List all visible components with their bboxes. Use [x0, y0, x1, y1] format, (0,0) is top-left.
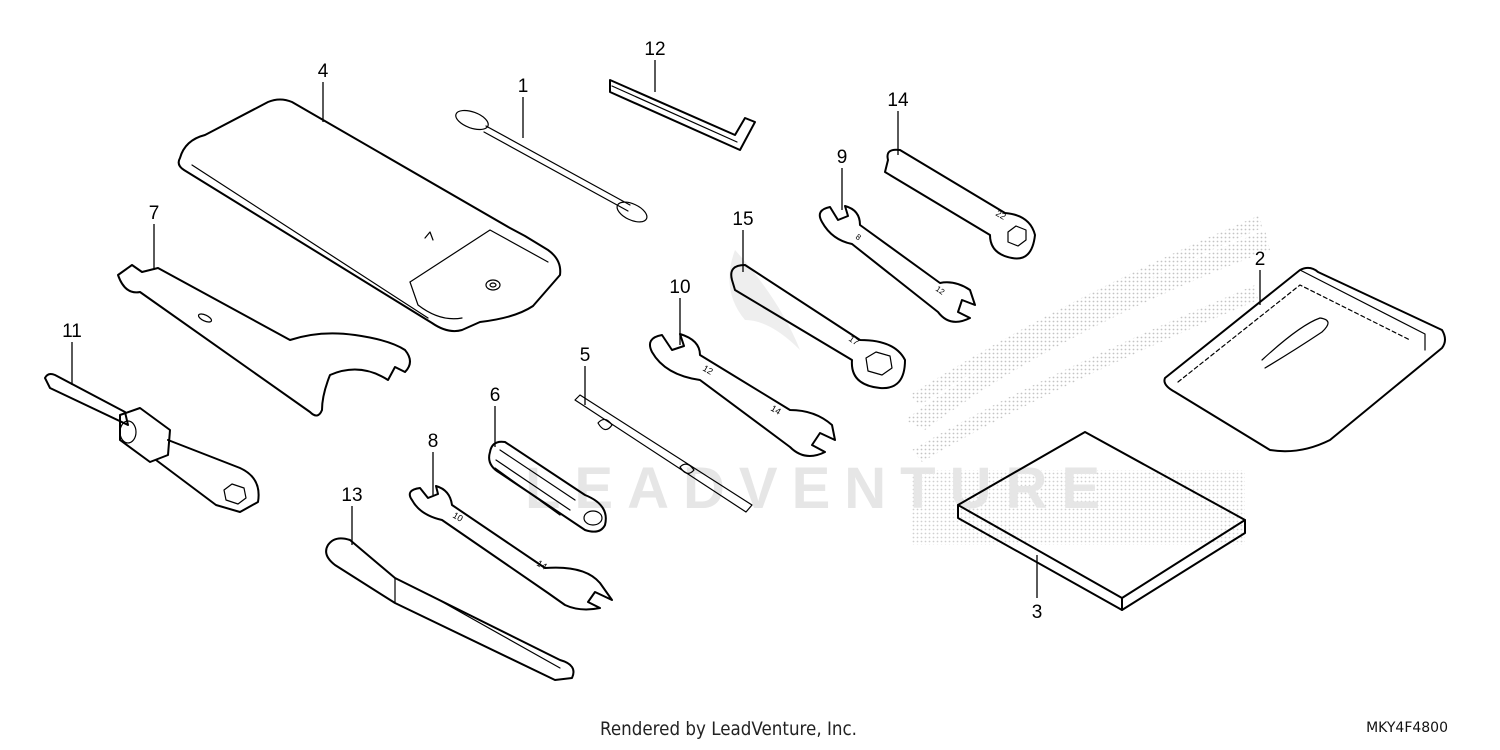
tool-bag-drawing[interactable] — [177, 98, 562, 333]
screwdriver-handle-drawing[interactable] — [488, 440, 607, 533]
callout-10[interactable]: 10 — [669, 277, 690, 298]
screwdriver-bit-drawing[interactable] — [574, 394, 753, 513]
callout-6[interactable]: 6 — [490, 385, 501, 406]
wrench-15-marking: 17 — [847, 333, 861, 347]
callout-7[interactable]: 7 — [149, 203, 160, 224]
hex-key-drawing[interactable] — [609, 79, 756, 151]
diagram-code: MKY4F4800 — [1366, 720, 1448, 736]
wrench-10-marking-14: 14 — [769, 403, 783, 417]
callout-14[interactable]: 14 — [887, 90, 909, 111]
callout-11[interactable]: 11 — [62, 321, 82, 342]
plug-wrench-drawing[interactable] — [44, 373, 260, 513]
wrench-8-marking-10: 10 — [451, 510, 465, 524]
wrench-8-marking-14: 14 — [535, 558, 549, 572]
watermark-text: LEADVENTURE — [525, 456, 1114, 521]
wrench-10x14-drawing[interactable]: 10 14 — [408, 485, 613, 611]
box-wrench-22-drawing[interactable]: 22 — [884, 148, 1036, 260]
wrench-9-marking-12: 12 — [934, 284, 947, 297]
callout-4[interactable]: 4 — [318, 61, 329, 82]
callout-13[interactable]: 13 — [341, 485, 362, 506]
callout-3[interactable]: 3 — [1032, 602, 1043, 623]
callout-labels: 4 1 12 14 9 15 2 10 7 11 5 6 8 13 3 — [62, 39, 1265, 623]
pouch-drawing[interactable] — [1163, 266, 1446, 453]
callout-1[interactable]: 1 — [518, 76, 529, 97]
wrench-12x14-drawing[interactable]: 12 14 — [649, 333, 836, 457]
background-logo-watermark — [729, 215, 1270, 545]
callout-12[interactable]: 12 — [644, 39, 665, 60]
box-wrench-17-drawing[interactable]: 17 — [730, 264, 906, 390]
rendered-by-credit: Rendered by LeadVenture, Inc. — [600, 718, 858, 740]
manual-book-drawing[interactable] — [957, 431, 1246, 611]
pin-cable-drawing[interactable] — [453, 107, 650, 226]
callout-15[interactable]: 15 — [732, 209, 753, 230]
callout-9[interactable]: 9 — [837, 147, 848, 168]
callout-8[interactable]: 8 — [428, 431, 439, 452]
hook-spanner-drawing[interactable] — [117, 264, 411, 417]
callout-2[interactable]: 2 — [1255, 249, 1266, 270]
wrench-8x12-drawing[interactable]: 8 12 — [818, 205, 976, 323]
wrench-10-marking-12: 12 — [701, 363, 715, 377]
leader-lines — [71, 60, 1261, 598]
pry-handle-drawing[interactable] — [325, 537, 575, 681]
wrench-14-marking: 22 — [994, 208, 1008, 222]
wrench-9-marking-8: 8 — [854, 232, 863, 242]
callout-5[interactable]: 5 — [580, 345, 591, 366]
